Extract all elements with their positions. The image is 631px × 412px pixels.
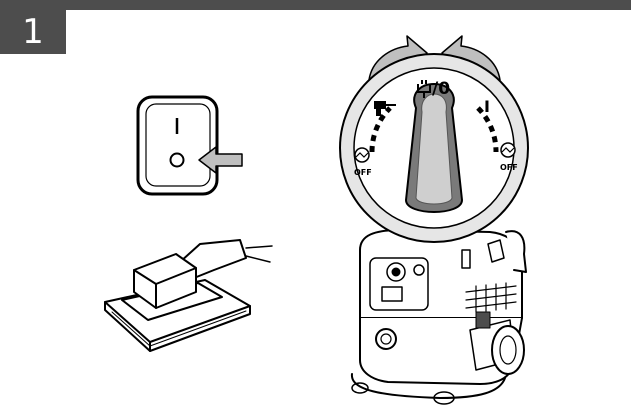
dial-position-one-label: I bbox=[484, 97, 490, 116]
left-off-label: OFF bbox=[354, 168, 372, 177]
dial-knob[interactable] bbox=[406, 84, 462, 212]
dial-top-label: /0 bbox=[432, 79, 450, 99]
orbital-sander-icon bbox=[105, 240, 272, 351]
right-off-label: OFF bbox=[500, 163, 518, 172]
power-switch-icon bbox=[138, 97, 217, 194]
vacuum-cleaner-icon bbox=[352, 230, 526, 404]
